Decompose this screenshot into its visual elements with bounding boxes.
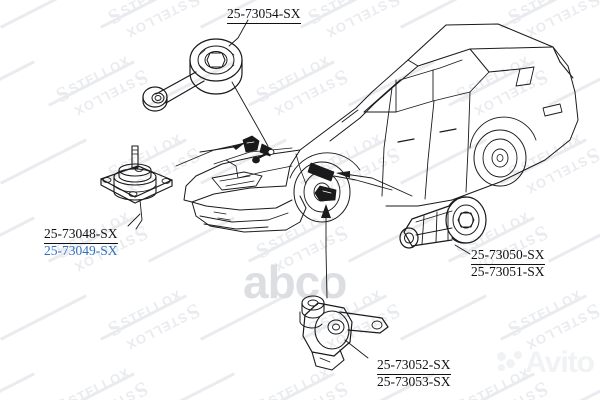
avito-wordmark: Avito (525, 346, 595, 379)
part-rear-torque-rod (399, 196, 487, 249)
part-label-25-73049-SX: 25-73049-SX (44, 243, 118, 258)
mount-location-markers (242, 135, 337, 202)
avito-watermark: Avito (497, 346, 595, 380)
part-label-25-73053-SX: 25-73053-SX (377, 374, 451, 389)
part-label-25-73048-SX: 25-73048-SX (44, 226, 118, 244)
center-watermark: abco (243, 256, 347, 308)
avito-dots-icon (497, 350, 523, 376)
part-label-25-73054-SX: 25-73054-SX (227, 6, 301, 24)
part-left-engine-mount (100, 145, 173, 204)
part-label-25-73050-SX: 25-73050-SX (471, 247, 545, 265)
leader-lines (127, 19, 471, 359)
part-upper-torque-rod (142, 38, 243, 112)
part-transmission-mount (299, 295, 389, 371)
part-label-25-73052-SX: 25-73052-SX (377, 357, 451, 375)
vehicle-outline (183, 23, 579, 233)
part-label-25-73051-SX: 25-73051-SX (471, 264, 545, 279)
